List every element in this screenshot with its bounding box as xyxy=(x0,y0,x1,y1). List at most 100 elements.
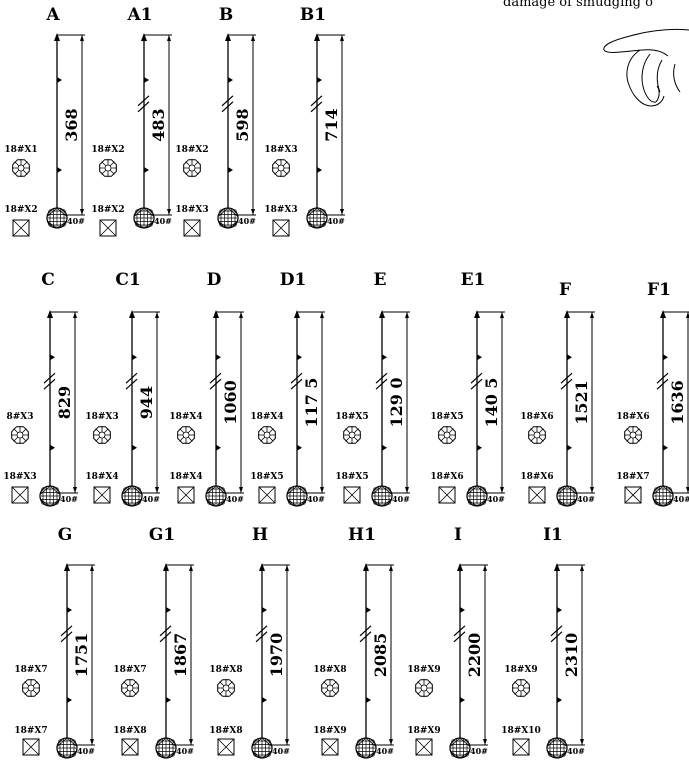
bottom-code-label: 18#X7 xyxy=(14,726,47,736)
rod-marker xyxy=(57,167,62,173)
dimension-value: 1867 xyxy=(171,633,190,678)
crystal-ball-icon xyxy=(306,207,328,229)
top-code-label: 18#X6 xyxy=(616,412,649,422)
bottom-code-label: 18#X7 xyxy=(616,472,649,482)
rod-marker xyxy=(144,167,149,173)
crystal-ball-icon xyxy=(155,737,177,759)
rod-marker xyxy=(317,167,322,173)
crystal-ball-icon xyxy=(466,485,488,507)
bottom-code-label: 18#X9 xyxy=(313,726,346,736)
rod-marker xyxy=(382,354,387,361)
octagon-crystal-icon xyxy=(528,426,546,444)
square-crystal-icon xyxy=(438,486,456,504)
crystal-ball-icon xyxy=(449,737,471,759)
octagon-crystal-icon xyxy=(258,426,276,444)
top-code-label: 18#X7 xyxy=(14,665,47,675)
hanging-rod xyxy=(141,33,149,209)
rod-marker xyxy=(262,607,267,613)
hanging-rod xyxy=(47,310,55,487)
item-label: E1 xyxy=(461,270,486,290)
dimension-value: 1060 xyxy=(221,380,240,425)
break-symbol xyxy=(159,625,172,643)
bottom-code-label: 18#X2 xyxy=(91,205,124,215)
hanging-rod xyxy=(64,563,72,739)
ball-caption: 40# xyxy=(327,216,345,226)
rod-marker xyxy=(663,444,668,451)
top-code-label: 18#X9 xyxy=(407,665,440,675)
crystal-ball-icon xyxy=(205,485,227,507)
dimension-value: 129 0 xyxy=(387,377,406,427)
ball-caption: 40# xyxy=(226,494,244,504)
hand-icon xyxy=(603,28,689,107)
ball-caption: 40# xyxy=(142,494,160,504)
break-symbol xyxy=(310,95,323,113)
octagon-crystal-icon xyxy=(99,159,117,177)
break-symbol xyxy=(137,95,150,113)
crystal-ball-icon xyxy=(46,207,68,229)
item-label: D xyxy=(207,270,222,290)
top-code-label: 18#X6 xyxy=(520,412,553,422)
dimension-line xyxy=(663,311,689,494)
note-area: damage of smudging o xyxy=(503,0,689,107)
top-code-label: 18#X4 xyxy=(169,412,202,422)
ball-caption: 40# xyxy=(67,216,85,226)
rod-marker xyxy=(216,354,221,361)
rod-marker xyxy=(57,77,62,83)
ball-caption: 40# xyxy=(176,746,194,756)
square-crystal-icon xyxy=(177,486,195,504)
hanging-rod xyxy=(379,310,387,487)
top-code-label: 18#X2 xyxy=(91,145,124,155)
break-symbol xyxy=(550,625,563,643)
square-crystal-icon xyxy=(528,486,546,504)
bottom-code-label: 18#X3 xyxy=(175,205,208,215)
ball-caption: 40# xyxy=(673,494,689,504)
square-crystal-icon xyxy=(343,486,361,504)
dimension-value: 483 xyxy=(149,108,168,141)
ball-caption: 40# xyxy=(487,494,505,504)
dimension-line xyxy=(50,311,78,494)
rod-marker xyxy=(477,354,482,361)
bottom-code-label: 18#X6 xyxy=(430,472,463,482)
break-symbol xyxy=(560,372,573,390)
bottom-code-label: 18#X8 xyxy=(113,726,146,736)
ball-caption: 40# xyxy=(60,494,78,504)
ball-caption: 40# xyxy=(577,494,595,504)
dimension-value: 598 xyxy=(233,108,252,141)
item-label: A xyxy=(45,5,60,25)
hanging-rod xyxy=(554,563,562,739)
rod-marker xyxy=(132,354,137,361)
hanging-rod xyxy=(457,563,465,739)
break-symbol xyxy=(60,625,73,643)
item-label: B1 xyxy=(300,5,326,25)
hanging-rod xyxy=(363,563,371,739)
hanging-rod xyxy=(294,310,302,487)
dimension-value: 2310 xyxy=(562,633,581,678)
octagon-crystal-icon xyxy=(272,159,290,177)
square-crystal-icon xyxy=(121,738,139,756)
crystal-ball-icon xyxy=(56,737,78,759)
rod-marker xyxy=(477,444,482,451)
octagon-crystal-icon xyxy=(624,426,642,444)
hanging-rod xyxy=(163,563,171,739)
bottom-code-label: 18#X10 xyxy=(501,726,541,736)
octagon-crystal-icon xyxy=(512,679,530,697)
dimension-line xyxy=(228,34,256,216)
rod-marker xyxy=(382,444,387,451)
rod-marker xyxy=(567,444,572,451)
crystal-ball-icon xyxy=(556,485,578,507)
rod-marker xyxy=(67,697,72,703)
item-label: H xyxy=(252,525,268,545)
square-crystal-icon xyxy=(258,486,276,504)
crystal-ball-icon xyxy=(217,207,239,229)
dimension-value: 368 xyxy=(62,108,81,141)
dimension-value: 1751 xyxy=(72,633,91,678)
dimension-value: 944 xyxy=(137,386,156,419)
octagon-crystal-icon xyxy=(177,426,195,444)
note-text: damage of smudging o xyxy=(503,0,653,10)
square-crystal-icon xyxy=(624,486,642,504)
dimension-value: 117 5 xyxy=(302,377,321,427)
